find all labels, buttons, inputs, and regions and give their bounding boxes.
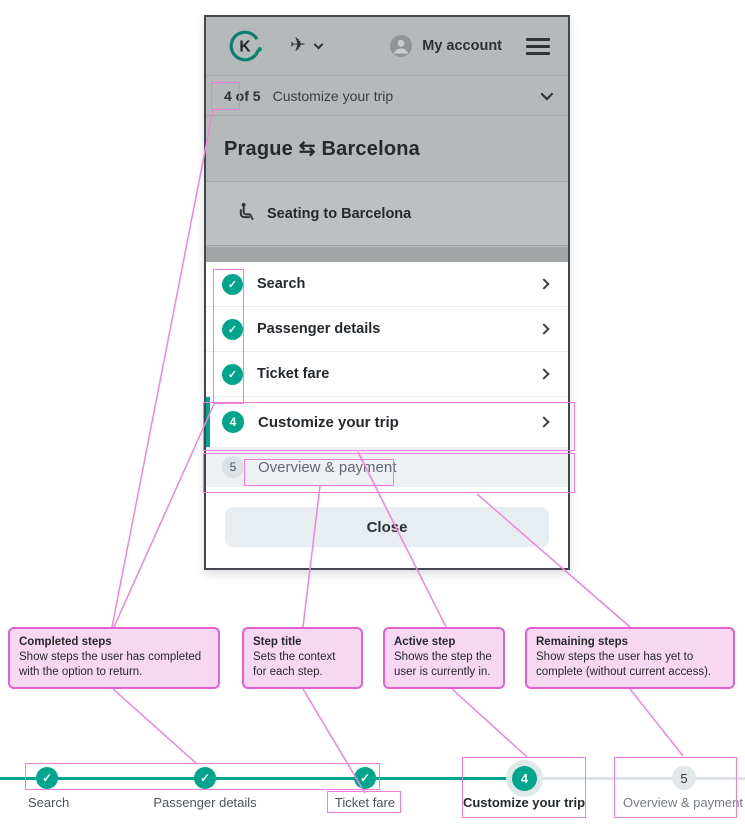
step-label: Overview & payment [258,458,397,476]
callout-body: Shows the step the user is currently in. [394,651,492,679]
hamburger-menu-icon[interactable] [526,37,550,55]
bottom-step-active-number[interactable]: 4 [512,766,537,791]
step-row-passenger-details[interactable]: ✓ Passenger details [206,307,568,352]
step-row-overview-remaining: 5 Overview & payment [206,447,568,487]
callout-body: Show steps the user has yet to complete … [536,651,712,679]
route-heading: Prague ⇆ Barcelona [206,116,568,181]
check-circle-icon: ✓ [222,318,243,340]
bottom-step-label-ticket[interactable]: Ticket fare [334,795,396,810]
chevron-down-icon[interactable] [313,39,324,50]
step-label: Search [257,276,306,292]
check-circle-icon: ✓ [222,273,243,295]
step-number-badge: 4 [222,411,244,433]
seat-icon [238,201,255,227]
my-account-label: My account [422,38,502,54]
chevron-right-icon [538,416,550,428]
stepper-progress-bar[interactable]: 4 of 5 Customize your trip [206,76,568,116]
bottom-step-remaining-number: 5 [672,766,696,790]
callout-body: Sets the context for each step. [253,651,336,679]
callout-title: Completed steps [19,636,112,648]
callout-title: Active step [394,636,456,648]
transport-plane-icon[interactable]: ✈ [290,34,306,56]
bottom-step-ticket-check-icon[interactable]: ✓ [354,767,376,789]
dimmed-overlay-strip [206,247,568,262]
close-button[interactable]: Close [225,507,549,547]
callout-body: Show steps the user has completed with t… [19,651,202,679]
phone-mockup: K ✈ My account 4 of 5 Customize your tri… [204,15,570,570]
stepper-remaining-line [524,777,745,780]
my-account-button[interactable]: My account [390,35,502,57]
step-number-badge: 5 [222,456,244,478]
callout-step-title: Step title Sets the context for each ste… [242,627,363,689]
stepper-progress-line [0,777,524,780]
callout-completed-steps: Completed steps Show steps the user has … [8,627,220,689]
step-label: Ticket fare [257,366,330,382]
route-title: Prague ⇆ Barcelona [224,138,420,160]
step-label: Passenger details [257,321,381,337]
bottom-step-passenger-check-icon[interactable]: ✓ [194,767,216,789]
bottom-step-label-passenger[interactable]: Passenger details [153,795,257,810]
step-row-customize-active[interactable]: 4 Customize your trip [206,397,568,447]
callout-title: Step title [253,636,302,648]
user-avatar-icon [390,35,413,57]
bottom-step-search-check-icon[interactable]: ✓ [36,767,58,789]
bottom-step-label-overview: Overview & payment [623,795,743,810]
seating-section-card[interactable]: Seating to Barcelona [206,181,568,246]
progress-step-title: Customize your trip [272,87,394,104]
check-circle-icon: ✓ [222,363,243,385]
step-indicator: 4 of 5 [224,87,261,104]
bottom-step-label-customize[interactable]: Customize your trip [462,795,586,810]
callout-active-step: Active step Shows the step the user is c… [383,627,505,689]
svg-text:K: K [239,39,251,56]
step-row-search[interactable]: ✓ Search [206,262,568,307]
chevron-down-icon[interactable] [540,87,554,101]
chevron-right-icon [538,368,550,380]
seating-card-label: Seating to Barcelona [267,205,412,222]
callout-title: Remaining steps [536,636,629,648]
chevron-right-icon [538,323,550,335]
kiwi-logo-icon[interactable]: K [226,27,264,65]
bottom-step-label-search[interactable]: Search [28,795,70,810]
callout-remaining-steps: Remaining steps Show steps the user has … [525,627,735,689]
step-row-ticket-fare[interactable]: ✓ Ticket fare [206,352,568,397]
chevron-right-icon [538,278,550,290]
step-label: Customize your trip [258,413,399,431]
stepper-dropdown-panel: ✓ Search ✓ Passenger details ✓ Ticket fa… [206,262,568,568]
app-header: K ✈ My account [206,17,568,76]
